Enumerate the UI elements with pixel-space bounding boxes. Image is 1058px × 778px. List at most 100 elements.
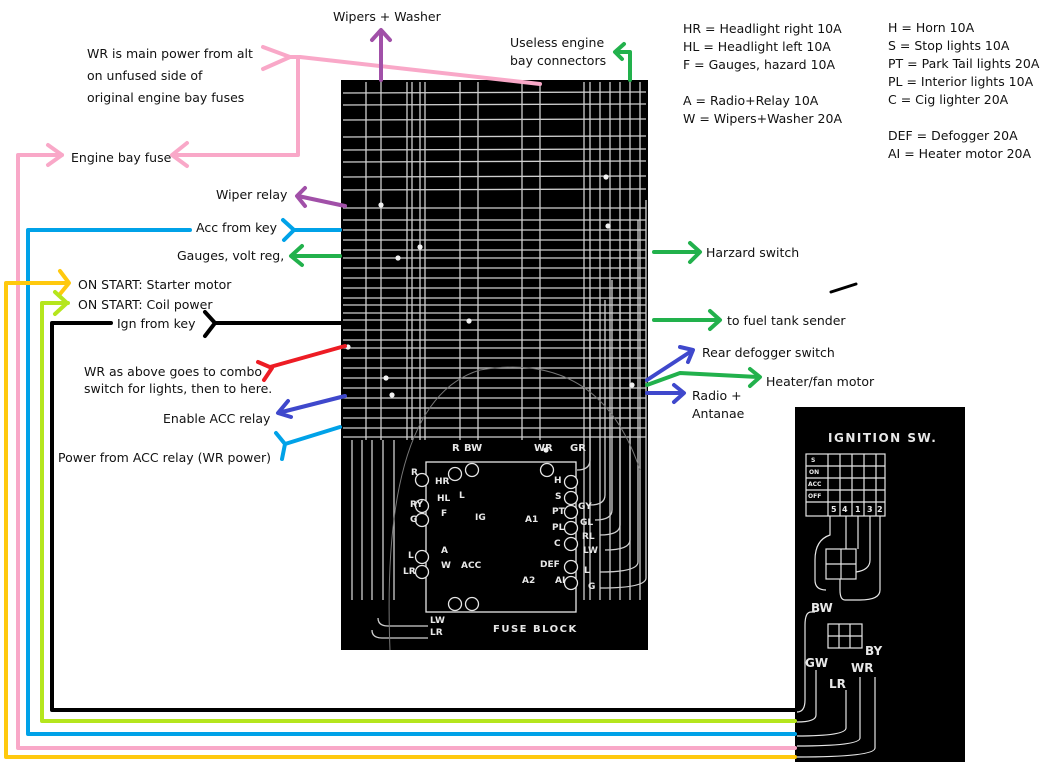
- scan-trace: [342, 175, 647, 178]
- fuse-circle: [414, 498, 430, 514]
- scan-junction-dot: [378, 202, 384, 208]
- legend-item: PT = Park Tail lights 20A: [888, 56, 1040, 71]
- acc-from-key-label: Acc from key: [196, 220, 277, 235]
- scan-trace: [342, 103, 647, 106]
- fuse-a2-label: A2: [522, 576, 535, 586]
- yellow-starter-wire: [4, 269, 797, 759]
- ign-wire-trace: [796, 670, 817, 723]
- green-connector-arrow: [289, 42, 762, 388]
- radio-line-2: Antanae: [692, 406, 745, 421]
- fuse-circle: [563, 536, 579, 552]
- fuse-ig-label: IG: [475, 513, 486, 523]
- radio-note: Radio + Antanae: [692, 387, 744, 423]
- scan-trace: [342, 160, 647, 163]
- scan-trace: [377, 617, 428, 627]
- fuse-ai-label: AI: [555, 576, 565, 586]
- scan-trace: [604, 240, 631, 551]
- indigo-arrows: [276, 345, 695, 419]
- legend-item: DEF = Defogger 20A: [888, 128, 1018, 143]
- wire-lw-bottom-label: LW: [430, 616, 445, 626]
- fuse-label-bw: BW: [464, 443, 482, 454]
- ign-wire-trace: [796, 690, 847, 737]
- ign-wire-trace: [814, 516, 831, 591]
- scan-trace: [599, 220, 639, 573]
- legend-item: W = Wipers+Washer 20A: [683, 111, 843, 126]
- wire-lr-label: LR: [403, 567, 416, 577]
- ign-wire-trace: [855, 516, 871, 573]
- stray-mark: [829, 282, 858, 294]
- fuse-a-label: A: [441, 546, 448, 556]
- wire-lw-label: LW: [583, 546, 598, 556]
- fuse-pt-label: PT: [552, 507, 566, 517]
- wr-main-note: WR is main power from alt on unfused sid…: [87, 43, 253, 109]
- scan-trace: [342, 148, 647, 151]
- fuse-c-label: C: [554, 539, 561, 549]
- scan-trace: [342, 91, 647, 94]
- fuse-circle: [414, 564, 430, 580]
- wire-r-label: R: [411, 468, 418, 478]
- legend-item: HR = Headlight right 10A: [683, 21, 842, 36]
- legend-item: C = Cig lighter 20A: [888, 92, 1009, 107]
- wire-l-right-label: L: [584, 566, 590, 576]
- scan-junction-dot: [605, 223, 611, 229]
- on-start-starter-label: ON START: Starter motor: [78, 277, 232, 292]
- fuse-label-r: R: [452, 443, 460, 454]
- ign-wire-trace: [796, 677, 861, 747]
- scan-junction-dot: [383, 375, 389, 381]
- lime-coil-wire: [40, 290, 797, 723]
- on-start-coil-label: ON START: Coil power: [78, 297, 213, 312]
- fuse-block-outline: [425, 461, 577, 613]
- ign-wire-wr: WR: [851, 661, 873, 675]
- wr-combo-note: WR as above goes to combo switch for lig…: [84, 363, 272, 397]
- ign-wire-bw: BW: [811, 601, 833, 615]
- scan-junction-dot: [466, 318, 472, 324]
- fuse-circle: [563, 575, 579, 591]
- black-ign-wire: [50, 310, 797, 712]
- pink-wr-wire: [16, 45, 797, 750]
- ign-terminal-2: 2: [877, 505, 883, 514]
- scan-trace: [342, 135, 647, 138]
- fuse-circle: [563, 474, 579, 490]
- fuel-tank-sender-label: to fuel tank sender: [727, 313, 846, 328]
- ign-wire-trace: [796, 611, 815, 713]
- legend-item: HL = Headlight left 10A: [683, 39, 831, 54]
- ign-row-s: S: [811, 457, 815, 464]
- blue-acc-wire: [26, 218, 797, 736]
- fuse-circle: [447, 596, 463, 612]
- legend-item: H = Horn 10A: [888, 20, 975, 35]
- fuse-legend-right: H = Horn 10A S = Stop lights 10A PT = Pa…: [888, 19, 1039, 163]
- fuse-circle: [539, 462, 555, 478]
- rear-defogger-label: Rear defogger switch: [702, 345, 835, 360]
- wire-gy-label: GY: [578, 502, 592, 512]
- ign-terminal-4: 4: [842, 505, 848, 514]
- ign-terminal-1: 1: [855, 505, 861, 514]
- ignition-switch-scan: IGNITION SW. S ON ACC OFF 5 4 1 3 2 BW G…: [795, 407, 965, 762]
- fuse-hl-label: HL: [437, 494, 451, 504]
- red-combo-wire: [256, 344, 347, 382]
- wire-rl-label: RL: [582, 532, 595, 542]
- useless-line-1: Useless engine: [510, 35, 605, 50]
- scan-junction-dot: [543, 447, 549, 453]
- wire-l-label: L: [408, 551, 414, 561]
- fuse-l-side-label: L: [459, 491, 465, 501]
- fuse-pl-label: PL: [552, 523, 565, 533]
- fuse-legend-left: HR = Headlight right 10A HL = Headlight …: [683, 20, 842, 128]
- scan-trace: [576, 300, 591, 471]
- ign-terminal-3: 3: [867, 505, 873, 514]
- legend-item: AI = Heater motor 20A: [888, 146, 1032, 161]
- fuse-circle: [563, 520, 579, 536]
- radio-line-1: Radio +: [692, 388, 742, 403]
- heater-fan-label: Heater/fan motor: [766, 374, 875, 389]
- gauges-label: Gauges, volt reg,: [177, 248, 285, 263]
- fuse-acc-label: ACC: [461, 561, 482, 571]
- scan-junction-dot: [389, 392, 395, 398]
- fuse-label-gr: GR: [570, 443, 586, 454]
- fuse-f-label: F: [441, 509, 447, 519]
- scan-trace: [342, 188, 647, 191]
- ign-wire-trace: [796, 677, 876, 758]
- fuse-circle: [563, 490, 579, 506]
- wire-gl-label: GL: [580, 518, 593, 528]
- useless-connectors-note: Useless engine bay connectors: [510, 34, 606, 70]
- engine-bay-fuse-label: Engine bay fuse: [71, 150, 172, 165]
